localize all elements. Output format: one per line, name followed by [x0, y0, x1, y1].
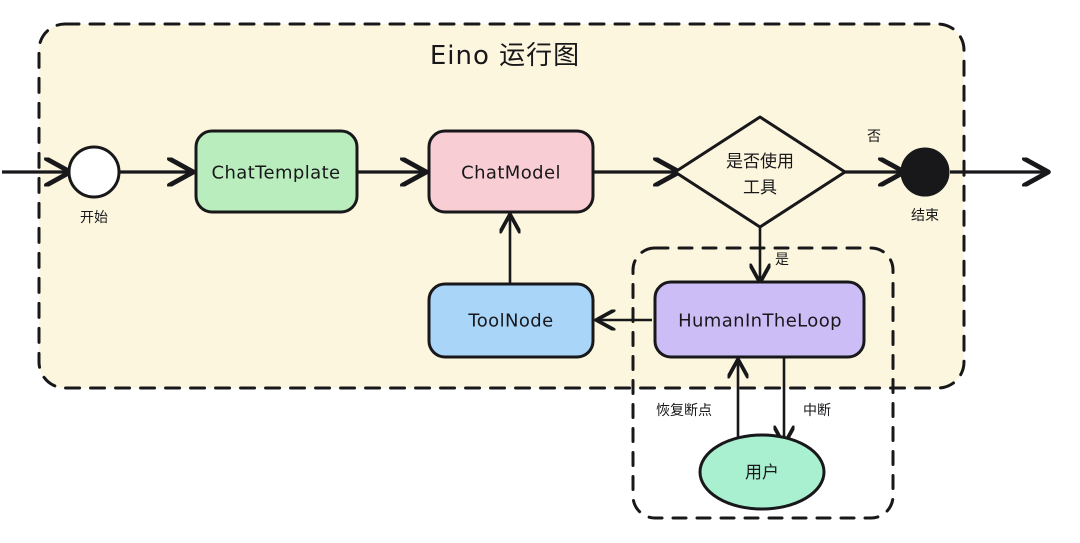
- chat-model-box[interactable]: [427, 129, 595, 214]
- edge-label-interrupt: 中断: [803, 403, 831, 419]
- node-human-in-the-loop-label: HumanInTheLoop: [678, 311, 842, 332]
- node-user-label: 用户: [745, 463, 779, 483]
- edges-layer: 否 是 中断 恢复断点: [2, 129, 1046, 445]
- edge-label-no: 否: [867, 129, 881, 145]
- node-human-in-the-loop[interactable]: HumanInTheLoop: [653, 280, 866, 359]
- start-circle[interactable]: [67, 145, 121, 199]
- node-tool-node-label: ToolNode: [467, 311, 553, 332]
- decision-diamond[interactable]: [673, 115, 847, 229]
- node-start[interactable]: 开始: [67, 145, 121, 226]
- node-tool-node[interactable]: ToolNode: [427, 282, 595, 359]
- hitl-subgraph-border: [631, 246, 895, 520]
- node-chat-model-label: ChatModel: [461, 163, 561, 184]
- node-chat-template[interactable]: ChatTemplate: [194, 129, 359, 214]
- tool-node-box[interactable]: [427, 282, 595, 359]
- node-end[interactable]: 结束: [900, 147, 950, 224]
- node-chat-model[interactable]: ChatModel: [427, 129, 595, 214]
- edge-label-yes: 是: [775, 252, 789, 268]
- node-decision-label-line2: 工具: [743, 178, 777, 198]
- node-start-label: 开始: [80, 210, 108, 226]
- edge-label-resume: 恢复断点: [656, 402, 712, 419]
- user-ellipse[interactable]: [698, 433, 826, 511]
- node-end-label: 结束: [911, 208, 939, 224]
- node-use-tools-decision[interactable]: 是否使用 工具: [673, 115, 847, 229]
- graph-subgraph-title: Eino 运行图: [430, 41, 580, 71]
- node-decision-label-line1: 是否使用: [726, 151, 794, 172]
- hitl-subgraph-container: [631, 246, 895, 520]
- end-circle[interactable]: [900, 147, 950, 197]
- chat-template-box[interactable]: [194, 129, 359, 214]
- human-in-the-loop-box[interactable]: [653, 280, 866, 359]
- node-user[interactable]: 用户: [698, 433, 826, 511]
- node-chat-template-label: ChatTemplate: [212, 163, 341, 184]
